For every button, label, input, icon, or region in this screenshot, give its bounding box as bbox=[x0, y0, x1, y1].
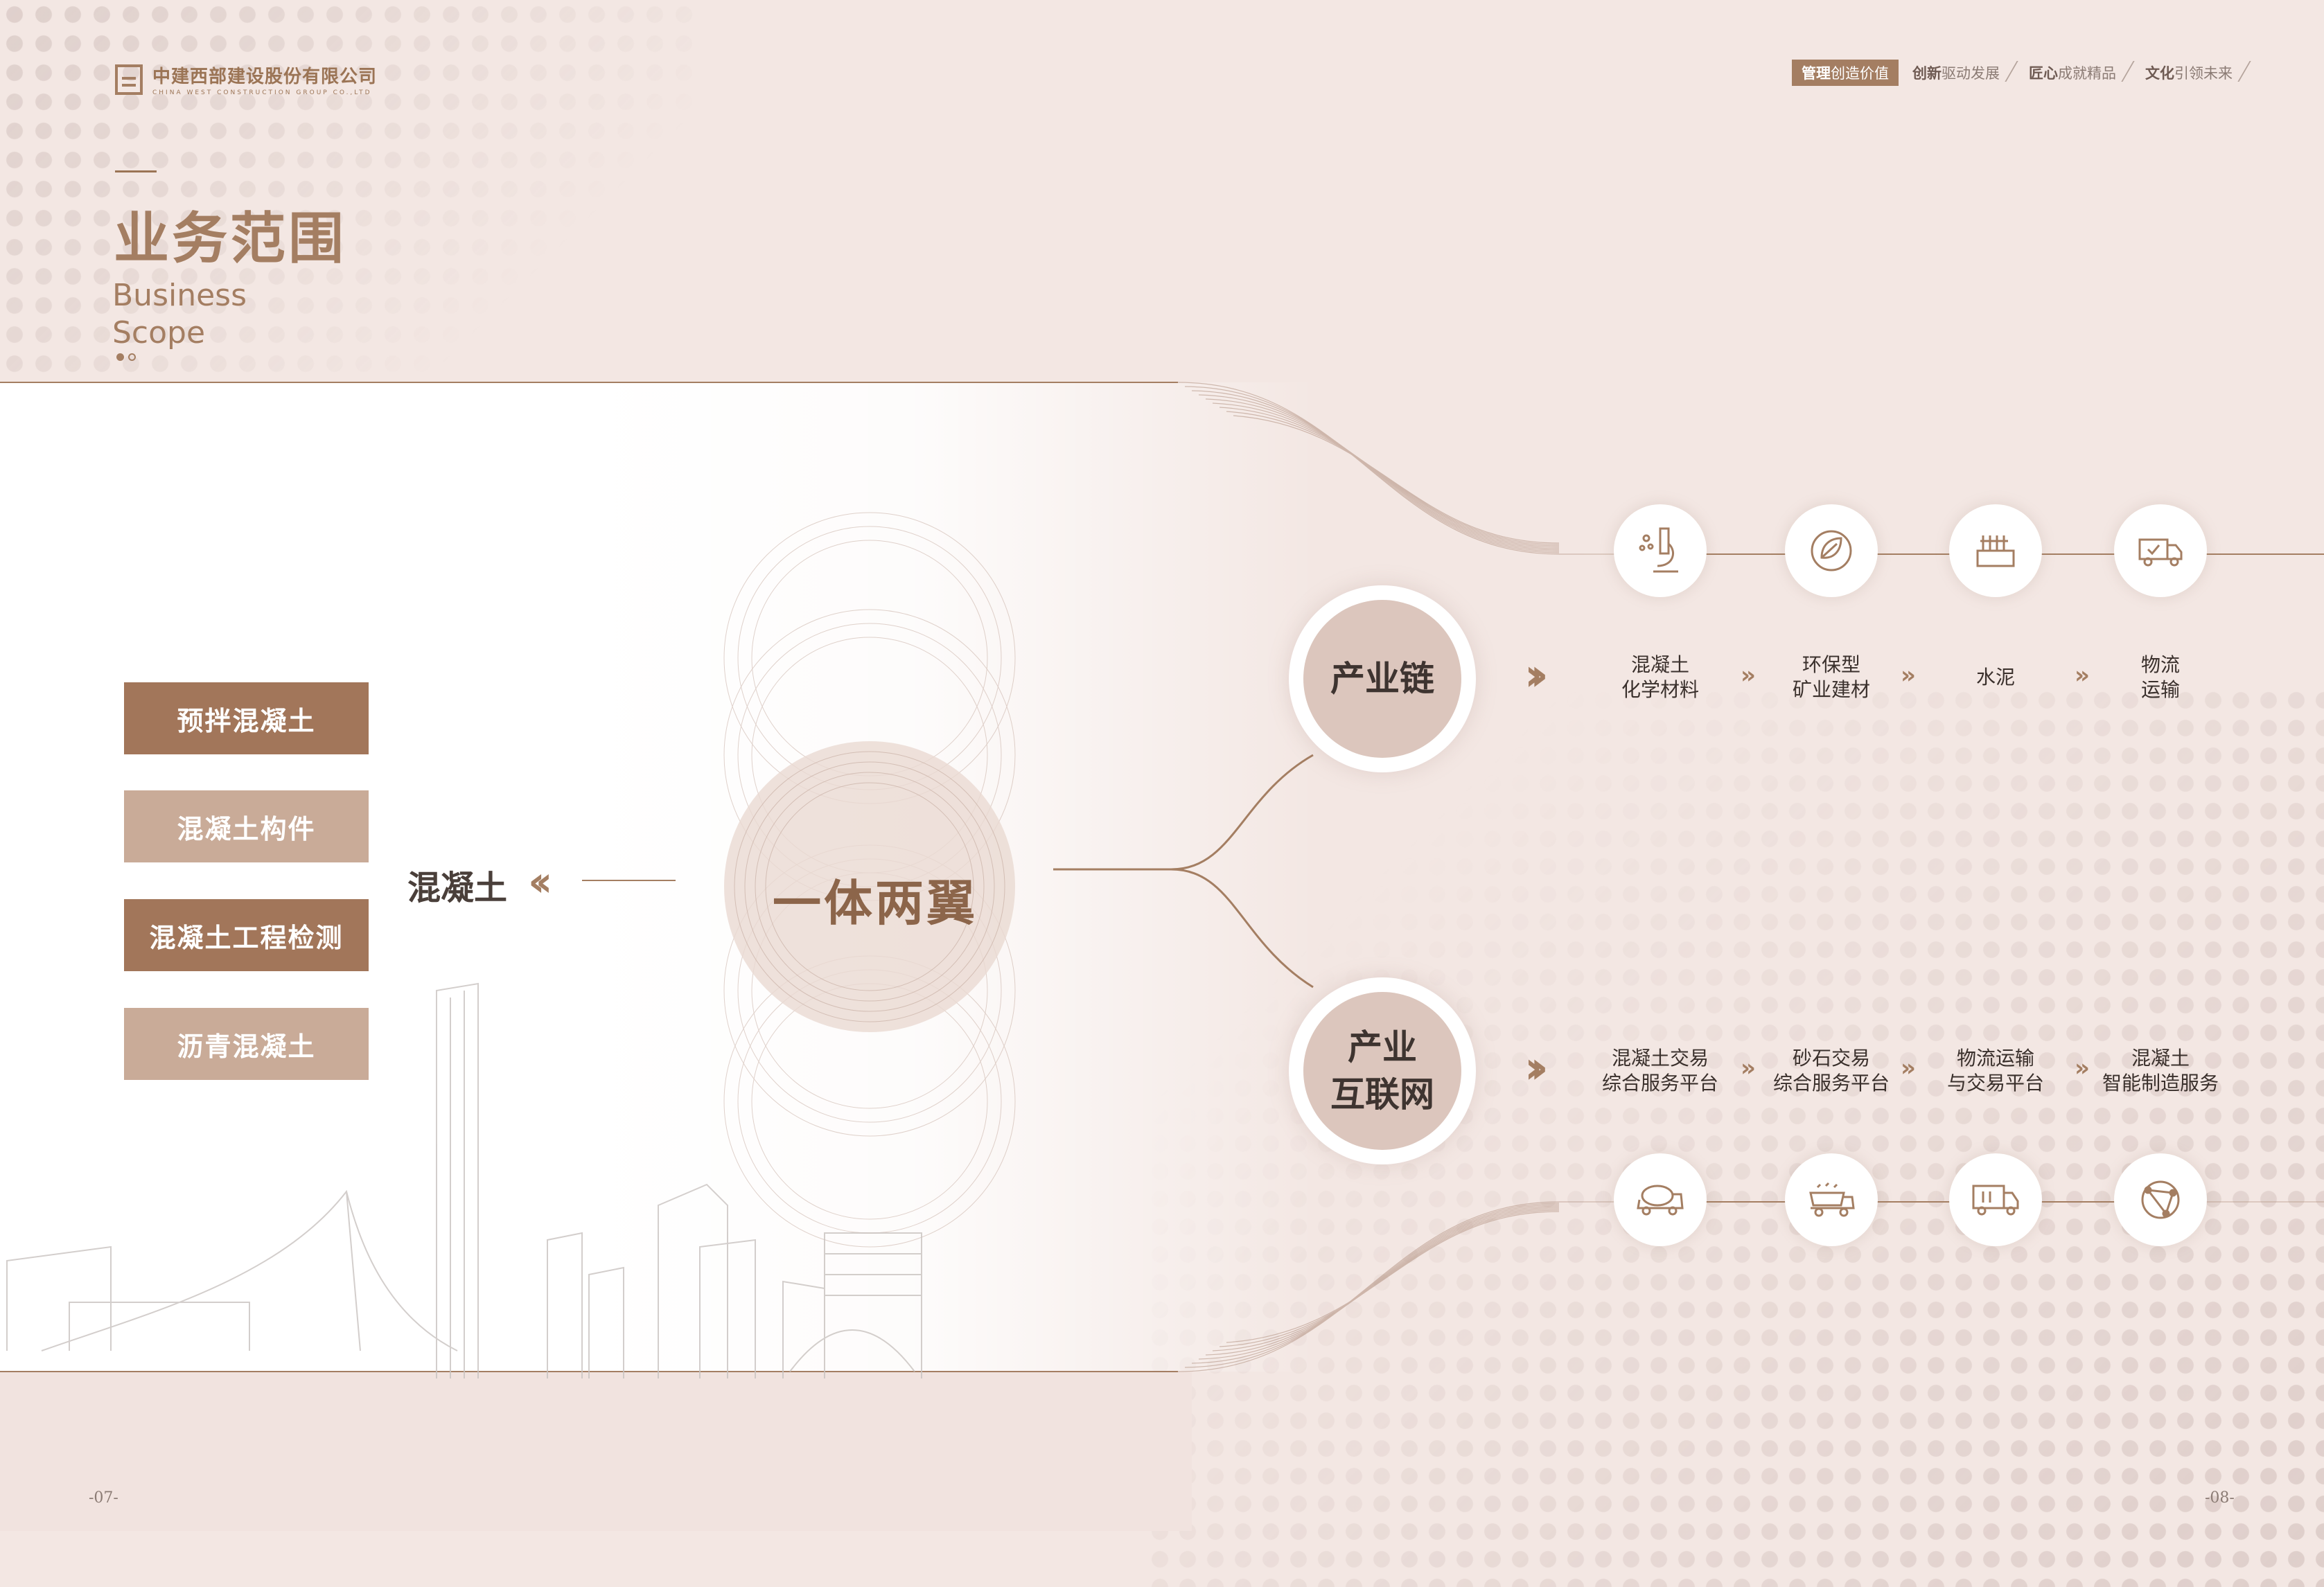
industry-internet-node[interactable]: 产业互联网 bbox=[1289, 977, 1476, 1164]
leaf-icon bbox=[1785, 504, 1878, 597]
double-chevron-right-icon: ›› bbox=[1524, 1043, 1548, 1094]
industry-chain-node[interactable]: 产业链 bbox=[1289, 585, 1476, 772]
bottom-band bbox=[0, 1372, 1192, 1531]
business-item-asphalt[interactable]: 沥青混凝土 bbox=[124, 1008, 369, 1080]
internet-item-2: 砂石交易综合服务平台 bbox=[1772, 1047, 1890, 1094]
page-title: 业务范围 bbox=[114, 206, 346, 271]
chain-item-3: 水泥 bbox=[1975, 666, 2015, 689]
page-number-left: -07- bbox=[89, 1489, 118, 1507]
page-subtitle: Business Scope bbox=[112, 278, 247, 351]
company-name-cn: 中建西部建设股份有限公司 bbox=[152, 67, 378, 87]
company-logo[interactable]: 中建西部建设股份有限公司 CHINA WEST CONSTRUCTION GRO… bbox=[115, 62, 377, 96]
internet-item-3: 物流运输与交易平台 bbox=[1946, 1047, 2044, 1094]
title-dots bbox=[116, 353, 136, 361]
nav-item-management[interactable]: 管理创造价值 bbox=[1792, 60, 1899, 86]
chevron-right-icon: » bbox=[1901, 1054, 1916, 1082]
logo-icon bbox=[115, 64, 143, 95]
chevron-right-icon: » bbox=[2075, 1054, 2090, 1082]
concrete-label: 混凝土 bbox=[407, 869, 508, 907]
mixer-truck-icon bbox=[1614, 1153, 1707, 1246]
network-globe-icon bbox=[2114, 1153, 2207, 1246]
business-item-ready-mix[interactable]: 预拌混凝土 bbox=[124, 682, 369, 754]
industry-internet-label: 产业互联网 bbox=[1303, 992, 1461, 1150]
nav-item-culture[interactable]: 文化引领未来 bbox=[2137, 60, 2248, 86]
dump-truck-icon bbox=[1785, 1153, 1878, 1246]
chevron-right-icon: » bbox=[1741, 662, 1756, 689]
box-truck-icon bbox=[1949, 1153, 2042, 1246]
cement-icon bbox=[1949, 504, 2042, 597]
chain-item-4: 物流运输 bbox=[2140, 653, 2180, 701]
chain-item-1: 混凝土化学材料 bbox=[1621, 653, 1699, 701]
page-number-right: -08- bbox=[2205, 1489, 2235, 1507]
delivery-truck-icon bbox=[2114, 504, 2207, 597]
chevron-right-icon: » bbox=[2075, 662, 2090, 689]
internet-item-4: 混凝土智能制造服务 bbox=[2102, 1047, 2219, 1094]
connector-line bbox=[582, 880, 676, 881]
business-item-testing[interactable]: 混凝土工程检测 bbox=[124, 899, 369, 971]
company-name-en: CHINA WEST CONSTRUCTION GROUP CO.,LTD bbox=[152, 89, 372, 96]
double-chevron-left-icon: ‹‹ bbox=[528, 858, 553, 906]
business-item-components[interactable]: 混凝土构件 bbox=[124, 790, 369, 862]
industry-chain-label: 产业链 bbox=[1303, 600, 1461, 758]
title-accent-line bbox=[115, 170, 157, 172]
chain-item-2: 环保型矿业建材 bbox=[1792, 653, 1870, 701]
chevron-right-icon: » bbox=[1741, 1054, 1756, 1082]
nav-item-innovation[interactable]: 创新驱动发展 bbox=[1904, 60, 2015, 86]
double-chevron-right-icon: ›› bbox=[1524, 650, 1548, 701]
internet-item-1: 混凝土交易综合服务平台 bbox=[1601, 1047, 1718, 1094]
top-nav: 管理创造价值 创新驱动发展 匠心成就精品 文化引领未来 bbox=[1792, 60, 2248, 86]
microscope-icon bbox=[1614, 504, 1707, 597]
core-strategy-label: 一体两翼 bbox=[773, 875, 978, 932]
nav-item-craftsmanship[interactable]: 匠心成就精品 bbox=[2021, 60, 2131, 86]
chevron-right-icon: » bbox=[1901, 662, 1916, 689]
